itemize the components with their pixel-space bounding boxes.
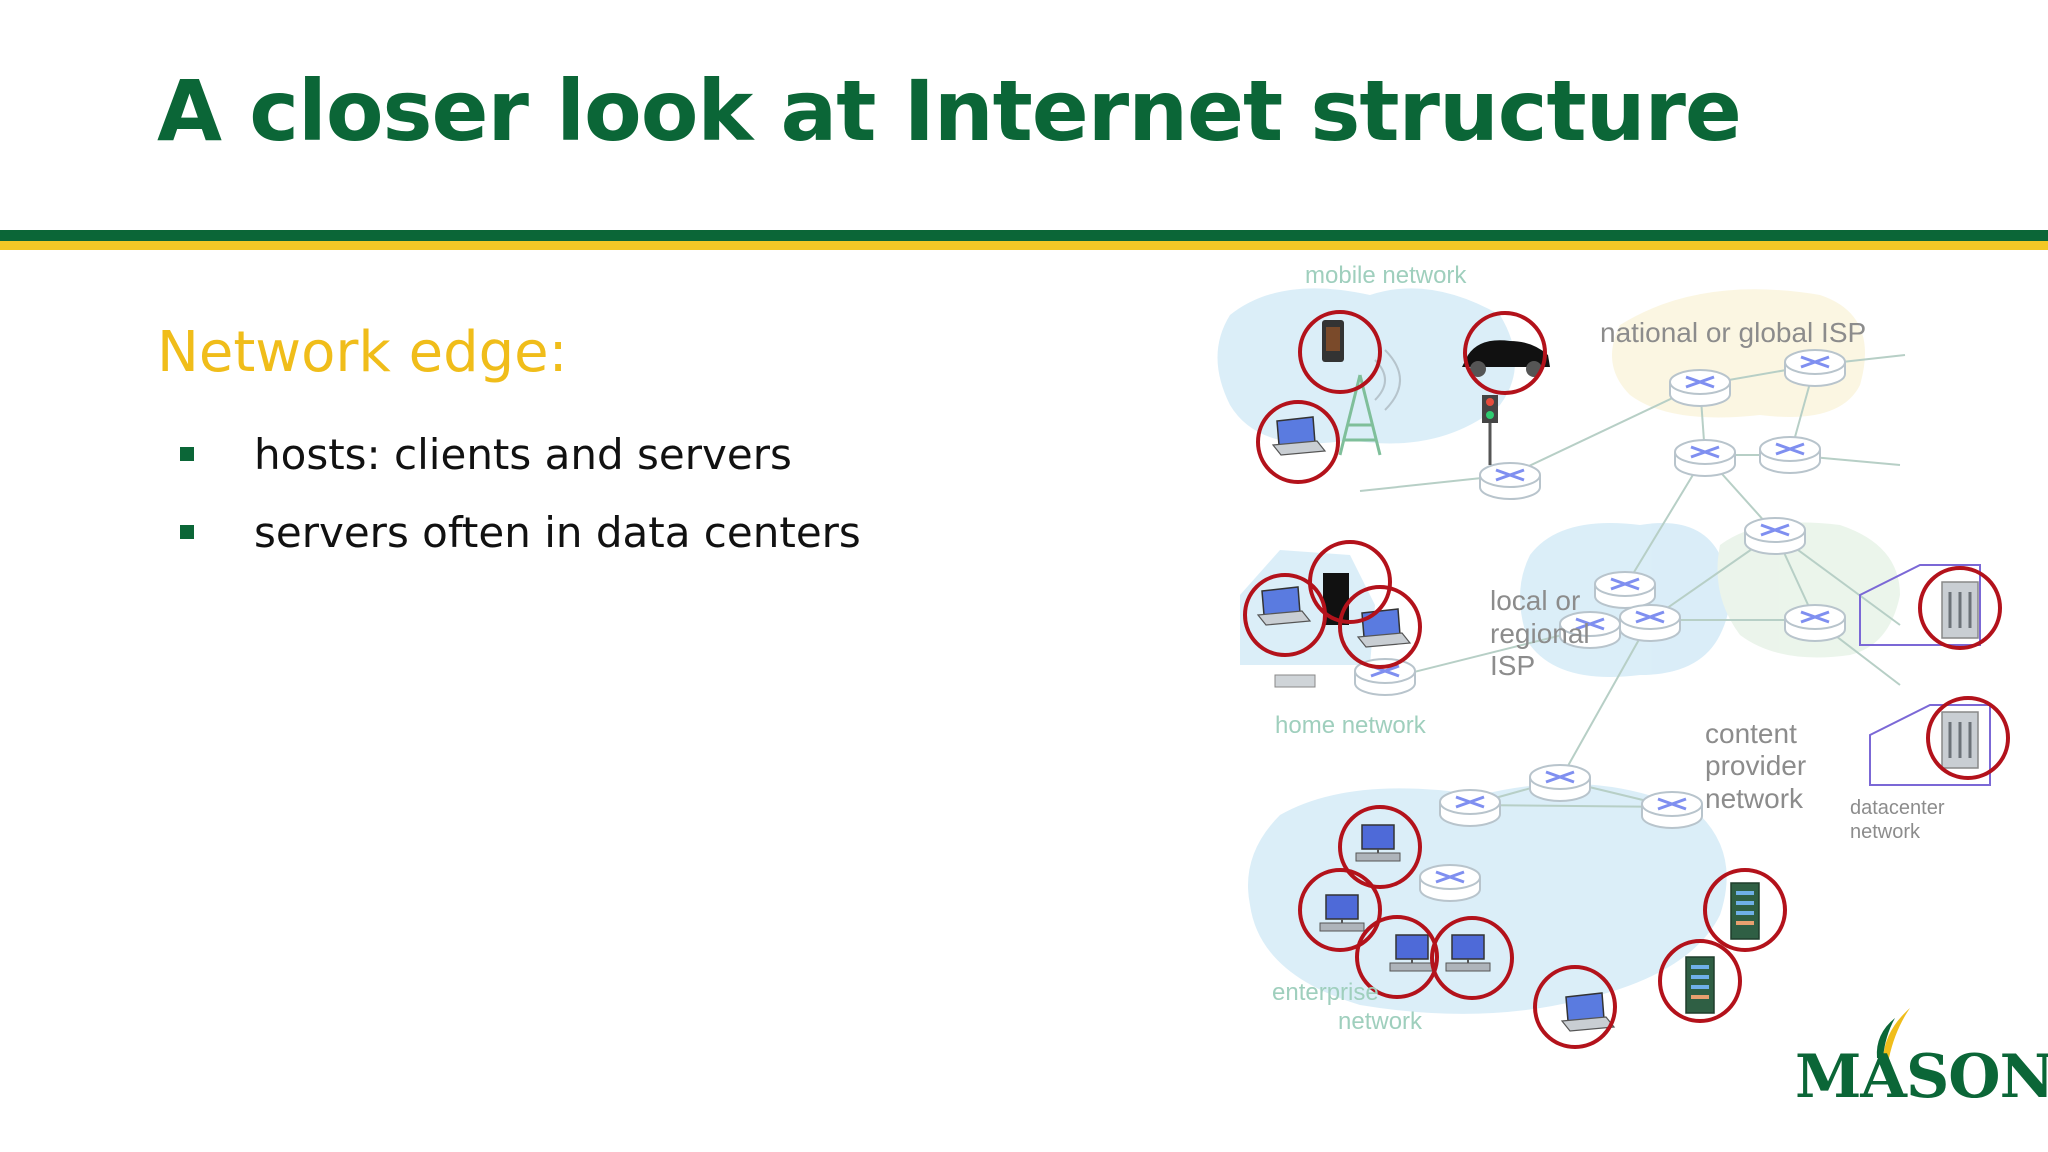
host-highlight-circles <box>1243 310 2010 1049</box>
wheat-logo-icon <box>1876 1008 1910 1058</box>
label-content-1: content <box>1705 718 1797 749</box>
label-local-isp-1: local or <box>1490 585 1580 616</box>
network-clouds <box>1217 288 1900 1014</box>
server-icon <box>1940 580 1980 640</box>
label-local-isp-2: regional <box>1490 618 1590 649</box>
home-router-icon <box>1274 674 1316 688</box>
mason-logo: MASON <box>1795 1000 2048 1120</box>
bullet-text: hosts: clients and servers <box>254 429 792 479</box>
bullet-item: hosts: clients and servers <box>180 415 861 493</box>
slide-title: A closer look at Internet structure <box>157 62 1742 160</box>
server-rack-icon <box>1730 882 1760 940</box>
bullet-item: servers often in data centers <box>180 493 861 571</box>
label-datacenter-2: network <box>1850 821 1921 843</box>
bullet-square-icon <box>180 525 194 539</box>
header-divider-green <box>0 230 2048 241</box>
logo-text: MASON <box>1795 1042 2048 1112</box>
desktop-icon <box>1389 934 1435 972</box>
car-icon <box>1462 340 1550 367</box>
label-enterprise-2: network <box>1338 1008 1423 1035</box>
label-local-isp-3: ISP <box>1490 650 1535 681</box>
bullet-text: servers often in data centers <box>254 507 861 557</box>
laptop-icon <box>1561 992 1615 1032</box>
label-enterprise-1: enterprise <box>1272 979 1379 1006</box>
traffic-light-icon <box>1482 395 1498 465</box>
label-datacenter-1: datacenter <box>1850 797 1945 819</box>
label-home-network: home network <box>1275 712 1427 739</box>
devices <box>1257 320 1980 1032</box>
section-heading: Network edge: <box>157 320 568 385</box>
diagram-labels: mobile network national or global ISP lo… <box>1272 262 1945 1035</box>
label-content-2: provider <box>1705 750 1806 781</box>
desktop-icon <box>1355 824 1401 862</box>
server-icon <box>1940 710 1980 770</box>
internet-structure-diagram: mobile network national or global ISP lo… <box>1217 262 2010 1049</box>
label-content-3: network <box>1705 783 1804 814</box>
server-rack-icon <box>1685 956 1715 1014</box>
bullet-list: hosts: clients and servers servers often… <box>180 415 861 571</box>
label-national-isp: national or global ISP <box>1600 317 1866 348</box>
desktop-icon <box>1445 934 1491 972</box>
label-mobile-network: mobile network <box>1305 262 1467 289</box>
header-divider-gold <box>0 241 2048 250</box>
datacenter-boxes <box>1859 564 1991 786</box>
desktop-icon <box>1319 894 1365 932</box>
bullet-square-icon <box>180 447 194 461</box>
laptop-icon <box>1357 608 1411 648</box>
